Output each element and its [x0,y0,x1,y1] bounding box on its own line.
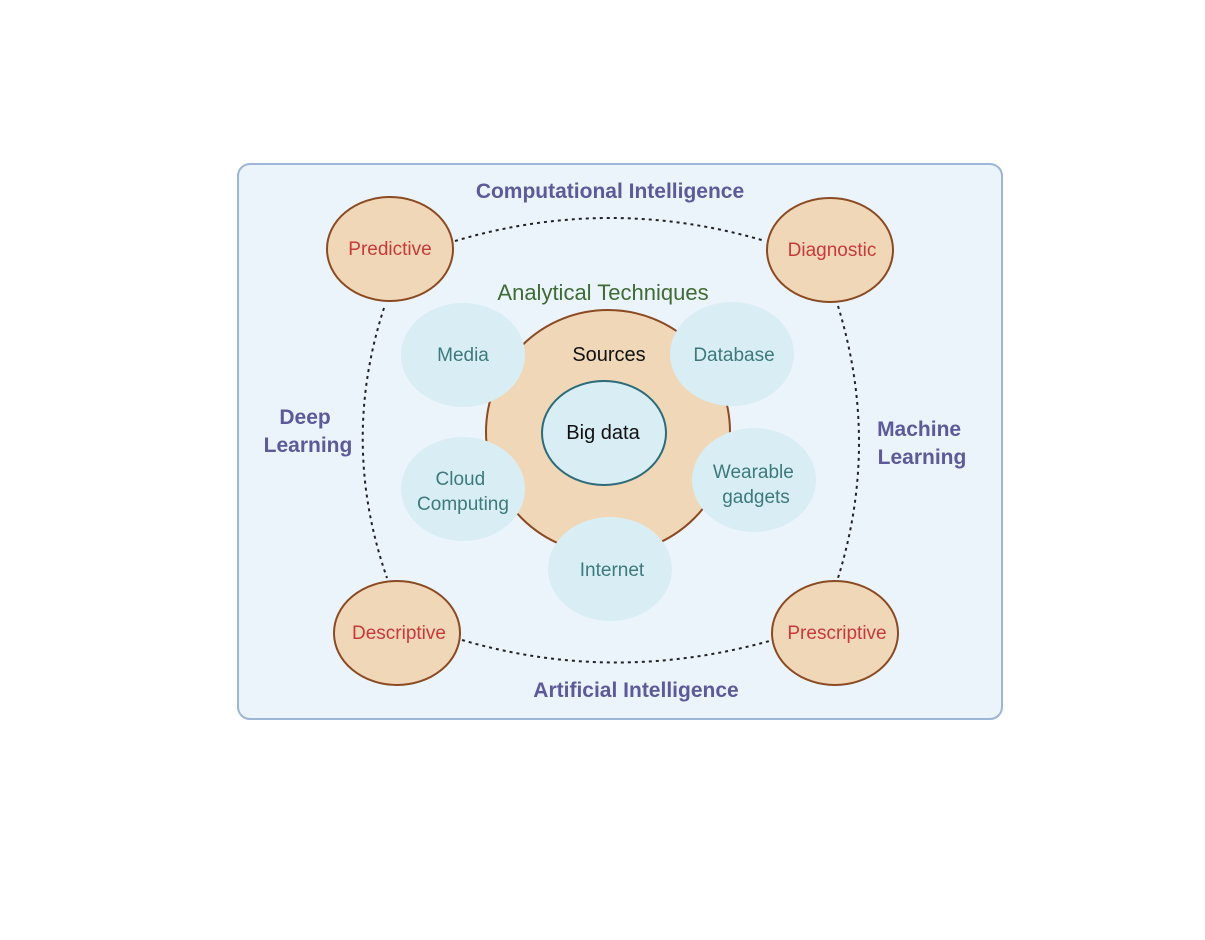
core-big-data-shape [541,380,667,486]
core-big-data-label: Big data [566,422,640,444]
source-wearable-gadgets: Wearable gadgets [692,428,816,532]
node-diagnostic-label: Diagnostic [788,240,877,261]
source-database-label: Database [693,345,774,366]
sources-label: Sources [572,344,645,366]
source-database: Database [670,302,794,406]
connector-right [837,305,860,579]
source-wearable-line-2: gadgets [722,487,790,508]
node-predictive-shape [326,196,454,302]
source-media: Media [401,303,525,407]
connector-bottom [461,639,774,664]
source-cloud-label: Cloud Computing [417,469,509,515]
node-predictive-label: Predictive [348,239,431,260]
source-internet: Internet [548,517,672,621]
source-internet-label: Internet [580,560,645,581]
analytical-techniques-title: Analytical Techniques [497,280,708,305]
source-wearable-line-1: Wearable [713,462,794,483]
framework-left-label: Deep Learning [264,406,353,457]
source-cloud-computing: Cloud Computing [401,437,525,541]
source-cloud-line-1: Cloud [436,469,486,490]
node-prescriptive-label: Prescriptive [787,623,886,644]
source-internet-shape [548,517,672,621]
framework-left-line-2: Learning [264,434,353,457]
framework-right-label: Machine Learning [877,418,967,469]
framework-top-label: Computational Intelligence [476,180,744,203]
source-wearable-shape [692,428,816,532]
framework-bottom-label: Artificial Intelligence [533,679,738,702]
framework-right-line-1: Machine [877,418,961,441]
framework-left-line-1: Deep [279,406,330,429]
node-prescriptive: Prescriptive [771,580,899,686]
core-big-data: Big data [541,380,667,486]
source-media-label: Media [437,345,489,366]
connector-left [361,307,388,579]
node-diagnostic: Diagnostic [766,197,894,303]
source-cloud-line-2: Computing [417,494,509,515]
node-prescriptive-shape [771,580,899,686]
source-wearable-label: Wearable gadgets [713,462,799,508]
framework-right-line-2: Learning [878,446,967,469]
node-diagnostic-shape [766,197,894,303]
source-database-shape [670,302,794,406]
source-media-shape [401,303,525,407]
node-descriptive: Descriptive [333,580,461,686]
node-descriptive-shape [333,580,461,686]
source-cloud-shape [401,437,525,541]
node-descriptive-label: Descriptive [352,623,446,644]
node-predictive: Predictive [326,196,454,302]
